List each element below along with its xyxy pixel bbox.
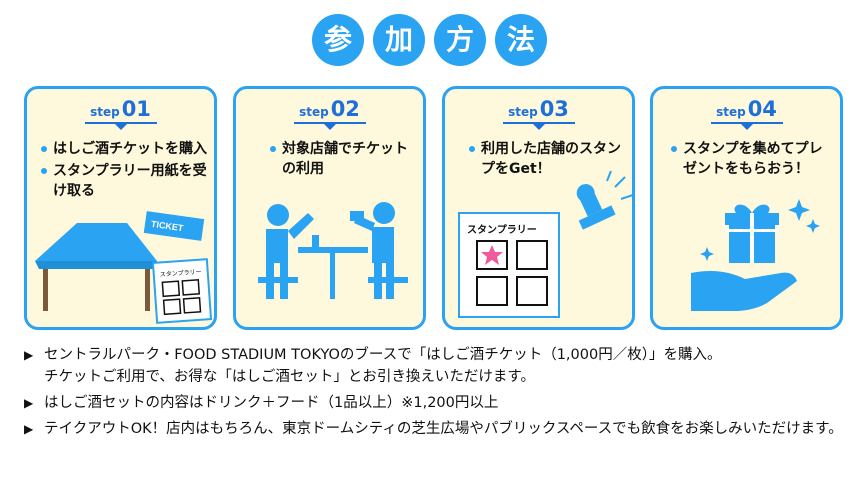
arrow-icon: ▶ [24, 422, 34, 436]
stamp-sheet-illustration: スタンプラリー [458, 170, 632, 318]
people-dining-illustration [258, 202, 408, 299]
step-label: step01 [90, 97, 151, 121]
bullet-item: はしご酒チケットを購入 [41, 139, 208, 159]
bullet-item: 対象店舗でチケットの利用 [270, 139, 417, 179]
step-underline [84, 122, 157, 130]
step-label: step03 [508, 97, 569, 121]
bullet-item: スタンプを集めてプレゼントをもらおう！ [671, 139, 834, 179]
bullet-item: 利用した店舗のスタンプをGet！ [469, 139, 626, 179]
arrow-icon: ▶ [24, 348, 34, 362]
step-label: step02 [299, 97, 360, 121]
gift-hand-illustration [691, 199, 820, 311]
step-bullets: はしご酒チケットを購入 スタンプラリー用紙を受け取る [41, 139, 208, 203]
stamp-sheet-icon: スタンプラリー [151, 258, 213, 324]
step-underline [710, 122, 783, 130]
title-char: 法 [495, 14, 547, 66]
description-item: ▶ テイクアウトOK！店内はもちろん、東京ドームシティの芝生広場やパブリックスペ… [24, 418, 864, 440]
step-underline [293, 122, 366, 130]
sparkle-icon [700, 199, 820, 261]
page-title: 参 加 方 法 [0, 14, 867, 66]
svg-text:スタンプラリー: スタンプラリー [467, 223, 537, 236]
description-item: ▶ はしご酒セットの内容はドリンク＋フード（1品以上）※1,200円以上 [24, 392, 864, 414]
svg-text:スタンプラリー: スタンプラリー [160, 268, 202, 279]
step-card-4: step04 スタンプを集めてプレゼントをもらおう！ [650, 86, 843, 330]
step-card-3: step03 利用した店舗のスタンプをGet！ スタンプラリー [442, 86, 635, 330]
bullet-item: スタンプラリー用紙を受け取る [41, 161, 208, 201]
stamp-icon [576, 184, 616, 230]
step-card-2: step02 対象店舗でチケットの利用 [233, 86, 426, 330]
title-char: 方 [434, 14, 486, 66]
step-bullets: 利用した店舗のスタンプをGet！ [469, 139, 626, 181]
ticket-icon: TICKET [143, 211, 205, 241]
description-list: ▶ セントラルパーク・FOOD STADIUM TOKYOのブースで「はしご酒チ… [24, 344, 864, 444]
arrow-icon: ▶ [24, 396, 34, 410]
tent-illustration: TICKET スタンプラリー [35, 211, 213, 324]
title-char: 加 [373, 14, 425, 66]
title-char: 参 [312, 14, 364, 66]
description-item: ▶ セントラルパーク・FOOD STADIUM TOKYOのブースで「はしご酒チ… [24, 344, 864, 388]
step-card-1: step01 はしご酒チケットを購入 スタンプラリー用紙を受け取る TICKET… [24, 86, 217, 330]
step-bullets: スタンプを集めてプレゼントをもらおう！ [671, 139, 834, 181]
hand-icon [691, 271, 797, 311]
step-underline [502, 122, 575, 130]
step-bullets: 対象店舗でチケットの利用 [270, 139, 417, 181]
star-icon [481, 245, 503, 265]
svg-text:TICKET: TICKET [150, 219, 184, 233]
step-label: step04 [716, 97, 777, 121]
